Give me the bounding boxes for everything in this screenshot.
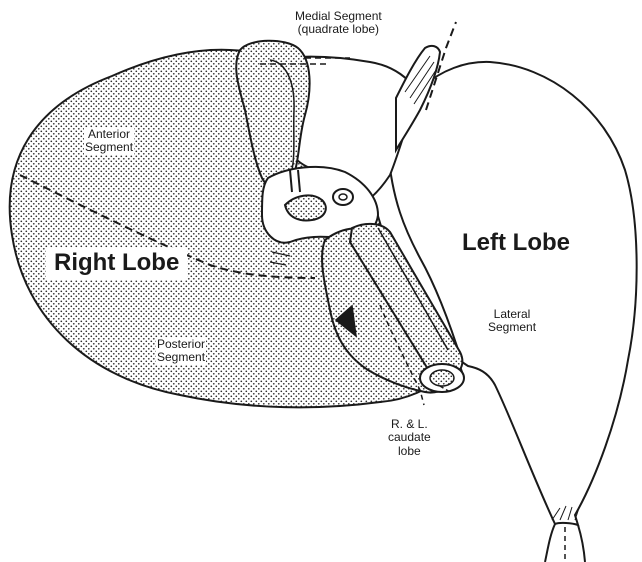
label-anterior-line2: Segment	[85, 141, 133, 154]
label-right-lobe: Right Lobe	[46, 248, 187, 280]
label-medial-line2: (quadrate lobe)	[295, 23, 382, 36]
label-caudate-line3: lobe	[388, 445, 431, 458]
label-lateral-segment: Lateral Segment	[488, 308, 536, 335]
label-left-lobe: Left Lobe	[462, 230, 570, 257]
ivc-end-inner	[430, 370, 454, 386]
label-anterior-line1: Anterior	[85, 128, 133, 141]
label-medial-segment: Medial Segment (quadrate lobe)	[295, 10, 382, 37]
label-caudate-line2: caudate	[388, 431, 431, 444]
bile-duct	[285, 195, 326, 220]
label-posterior-line1: Posterior	[157, 338, 205, 351]
label-lateral-line1: Lateral	[488, 308, 536, 321]
label-posterior-line2: Segment	[157, 351, 205, 364]
label-posterior-segment: Posterior Segment	[156, 338, 206, 365]
label-caudate-lobe: R. & L. caudate lobe	[388, 418, 431, 458]
label-anterior-segment: Anterior Segment	[84, 128, 134, 155]
label-medial-line1: Medial Segment	[295, 10, 382, 23]
label-caudate-line1: R. & L.	[388, 418, 431, 431]
hepatic-artery-lumen	[339, 194, 347, 200]
label-lateral-line2: Segment	[488, 321, 536, 334]
